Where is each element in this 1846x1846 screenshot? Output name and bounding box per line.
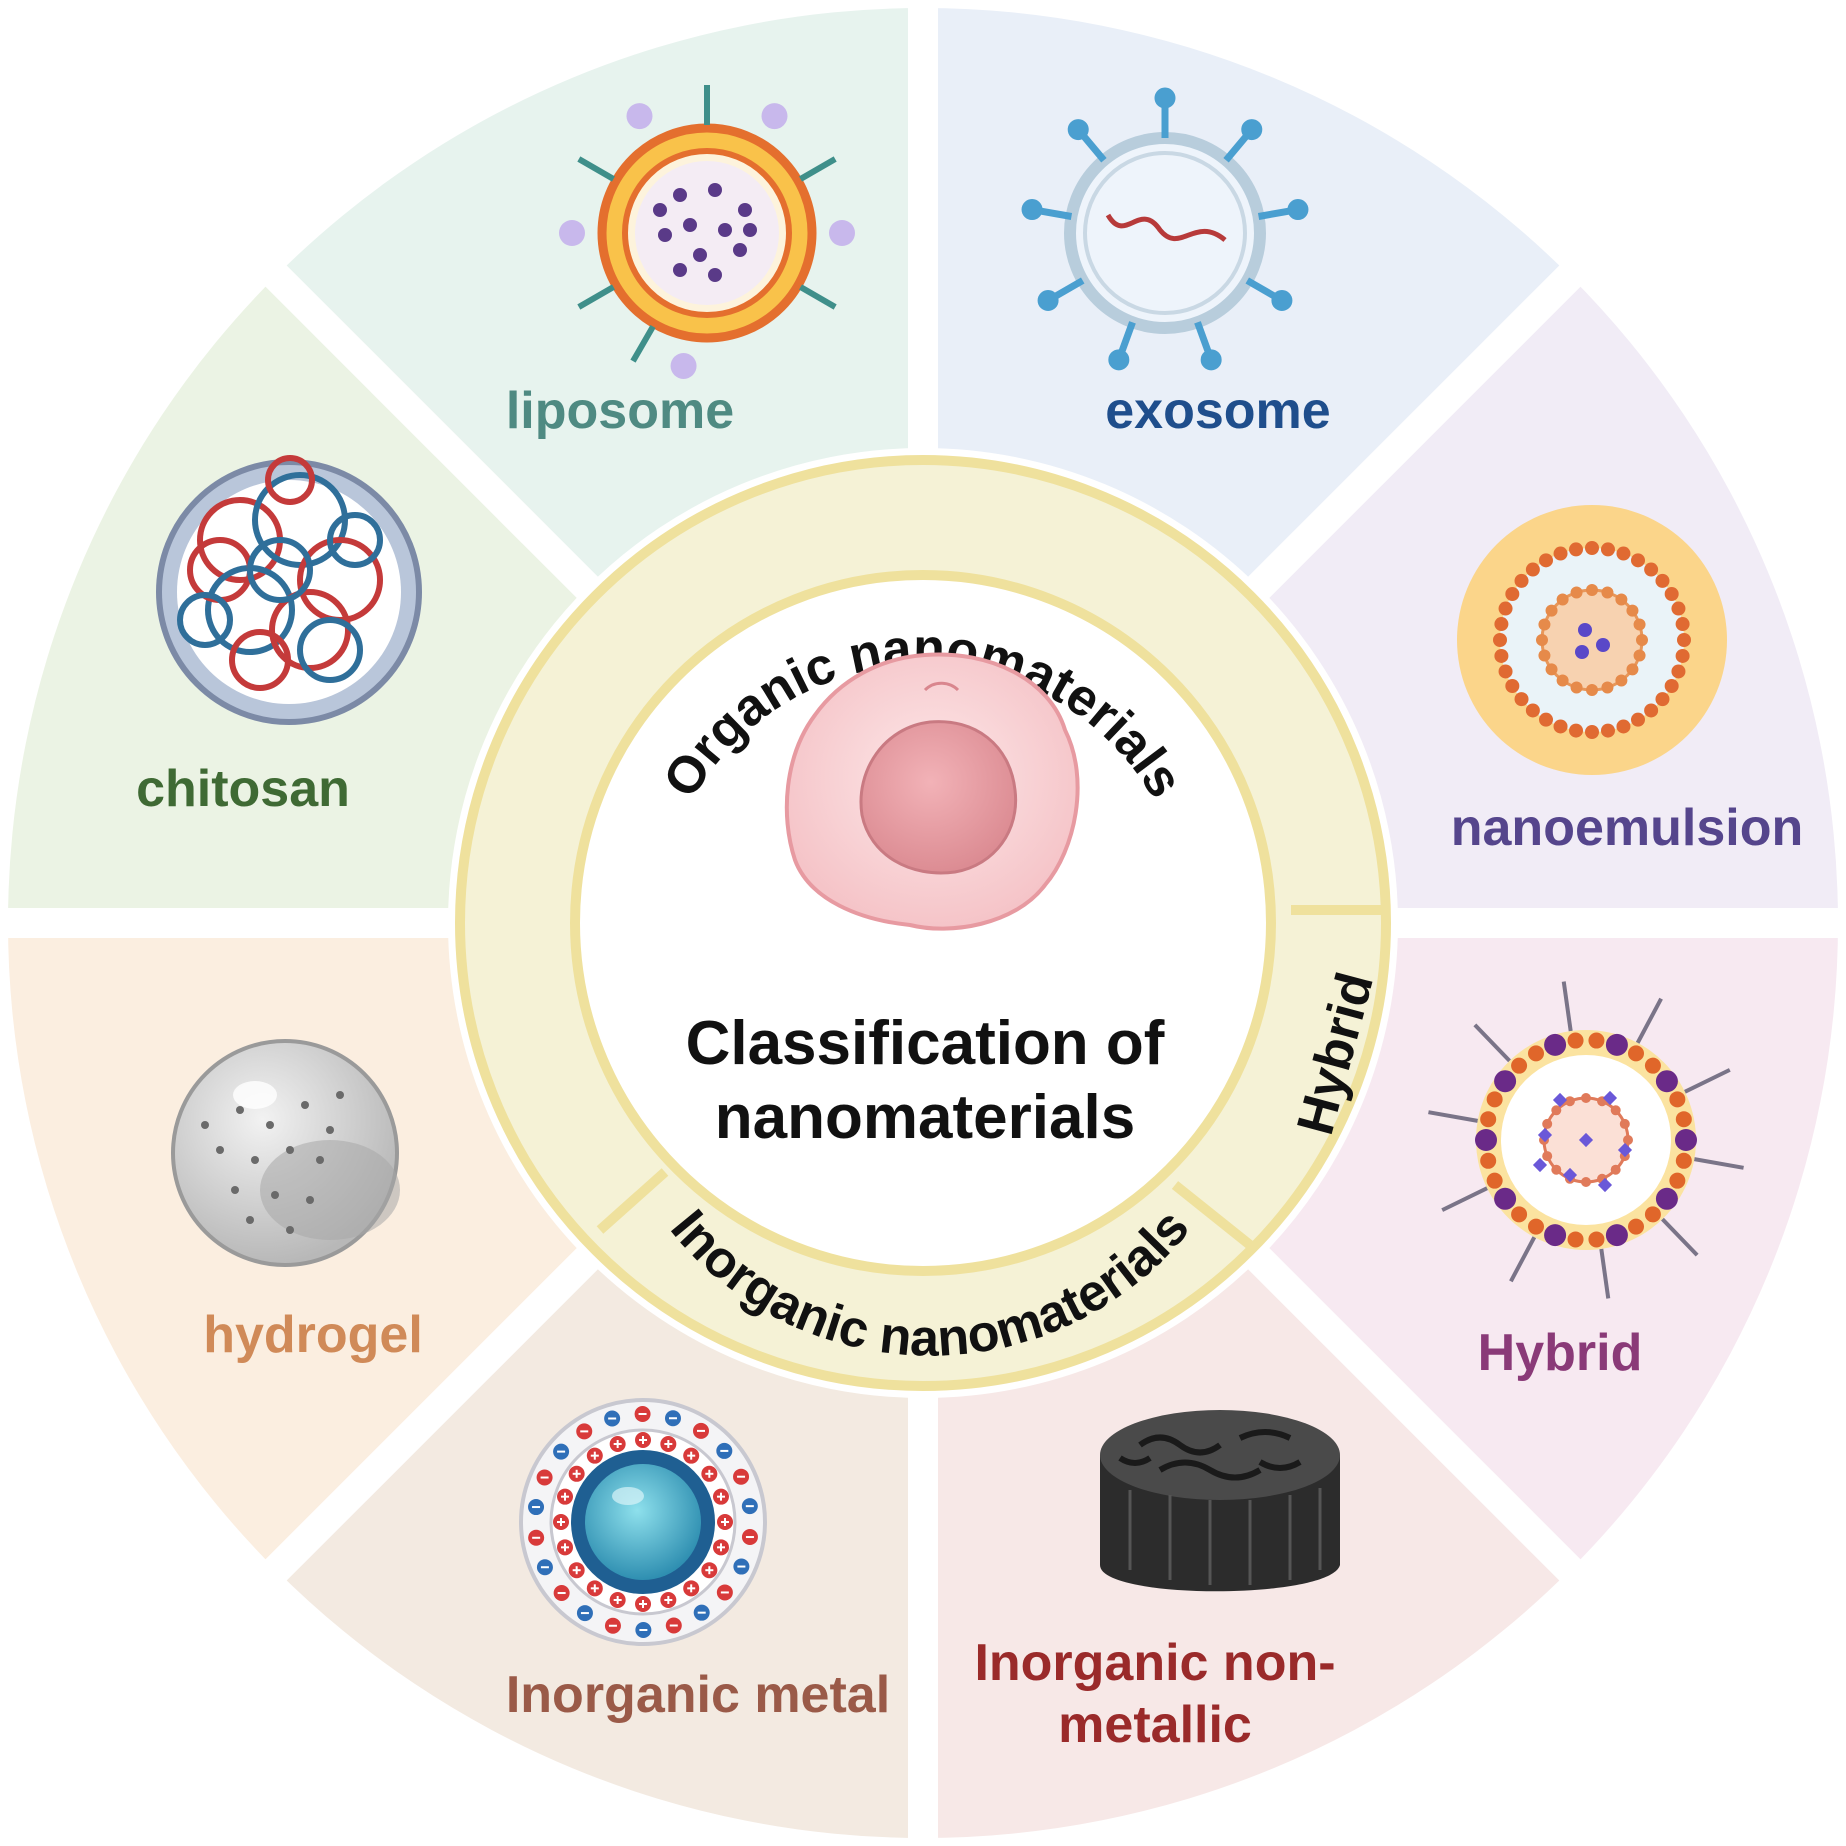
exosome-label: exosome: [1105, 382, 1330, 440]
hybrid-icon: [1428, 981, 1744, 1299]
metal-nanoparticle-icon: [519, 1398, 767, 1646]
chitosan-label: chitosan: [136, 760, 350, 818]
exosome-icon: [1021, 87, 1309, 371]
chitosan-icon: [156, 455, 422, 725]
inorganic-nonmetallic-label-line1: Inorganic non-: [974, 1634, 1335, 1692]
sector-exosome: [923, 8, 1571, 588]
nanoemulsion-icon: [1457, 505, 1727, 775]
liposome-icon: [559, 85, 855, 379]
hybrid-segment-label: Hybrid: [1478, 1324, 1643, 1382]
liposome-label: liposome: [506, 382, 734, 440]
nanoemulsion-label: nanoemulsion: [1451, 799, 1803, 857]
inorganic-nonmetallic-label-line2: metallic: [1058, 1696, 1252, 1754]
sector-gap: [1241, 258, 1588, 605]
sector-hybrid: [1258, 923, 1838, 1571]
ring-divider-bottom-right: [1171, 1181, 1254, 1249]
inorganic-metal-label: Inorganic metal: [506, 1666, 890, 1724]
cell-icon: [784, 652, 1080, 931]
hydrogel-label: hydrogel: [203, 1306, 423, 1364]
sector-gap: [258, 258, 605, 605]
center-title-line1: Classification of: [686, 1009, 1165, 1078]
sector-gap: [1241, 1241, 1588, 1588]
sector-gap: [258, 1241, 605, 1588]
center-title-line2: nanomaterials: [715, 1083, 1135, 1152]
porous-carbon-icon: [1100, 1410, 1340, 1592]
ring-divider-bottom-left: [596, 1168, 669, 1234]
hydrogel-icon: [171, 1039, 400, 1267]
